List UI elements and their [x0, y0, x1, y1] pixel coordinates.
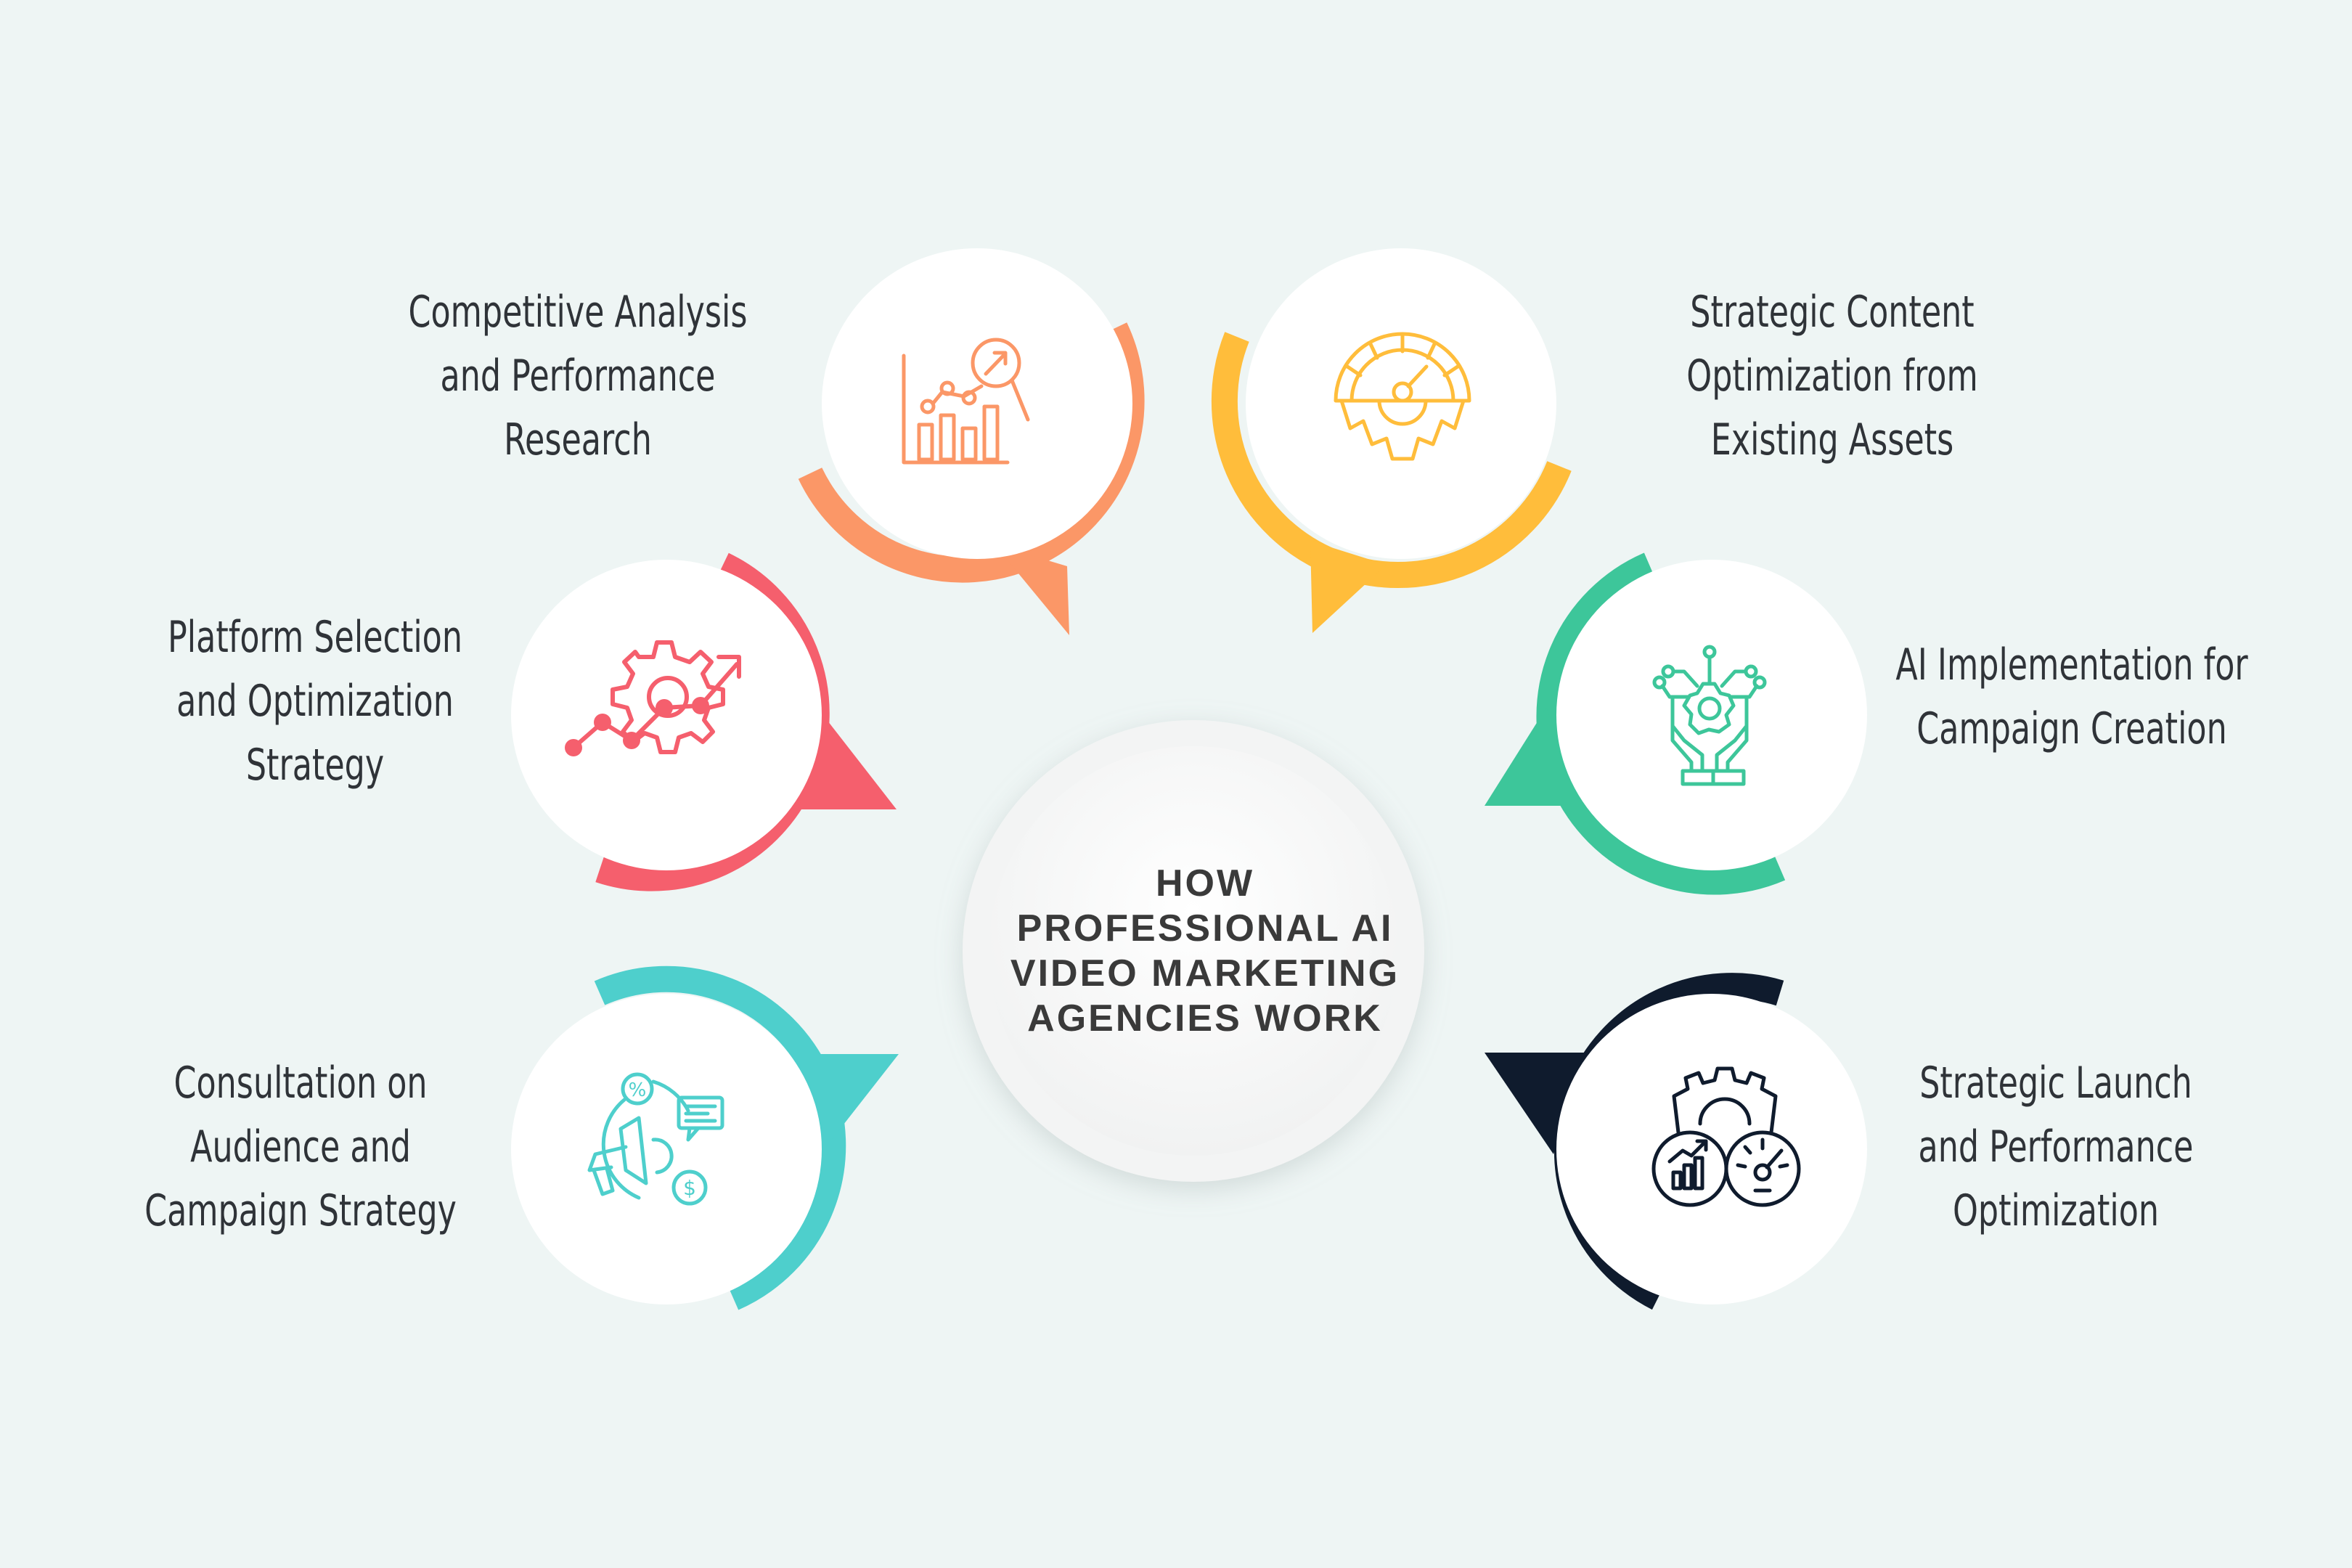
step-label-line: Optimization [1952, 1185, 2160, 1236]
step-label-line: Campaign Strategy [144, 1185, 457, 1236]
node-consultation: % $ [511, 965, 899, 1310]
step-label-line: Platform Selection [168, 612, 462, 663]
node-pointer [995, 544, 1069, 635]
center-inner-circle [989, 746, 1398, 1156]
node-circle [511, 994, 822, 1304]
step-label-line: Research [504, 415, 652, 465]
node-content-optimization [1211, 248, 1572, 633]
step-label-line: Optimization from [1686, 351, 1978, 401]
megaphone-discount-icon: % $ [587, 1072, 724, 1206]
step-label-line: Existing Assets [1710, 415, 1954, 465]
svg-text:$: $ [683, 1176, 696, 1200]
chart-magnifier-icon [902, 338, 1030, 465]
node-circle [1556, 994, 1867, 1304]
step-label-line: Strategy [245, 740, 385, 791]
title-line: VIDEO MARKETING [1010, 952, 1400, 995]
node-competitive-analysis [798, 248, 1145, 635]
step-label-content-optimization: Strategic Content Optimization from Exis… [1617, 280, 2047, 472]
step-label-line: Campaign Creation [1916, 703, 2227, 754]
node-pointer [799, 711, 897, 809]
node-pointer [1310, 541, 1387, 633]
node-pointer [1485, 708, 1586, 806]
step-label-consultation: Consultation on Audience and Campaign St… [86, 1051, 515, 1243]
title-line: PROFESSIONAL AI [1016, 907, 1394, 950]
step-label-competitive-analysis: Competitive Analysis and Performance Res… [363, 280, 793, 472]
diagram-title: HOW PROFESSIONAL AI VIDEO MARKETING AGEN… [1002, 842, 1408, 1060]
step-label-line: Strategic Launch [1919, 1058, 2192, 1108]
node-platform-selection [511, 552, 897, 891]
node-strategic-launch [1485, 973, 1867, 1310]
step-label-line: and Performance [440, 351, 716, 401]
step-label-line: Competitive Analysis [408, 287, 748, 338]
step-label-line: Consultation on [173, 1058, 428, 1108]
node-circle [822, 248, 1132, 559]
hands-circuit-gear-icon [1652, 645, 1767, 786]
step-label-platform-selection: Platform Selection and Optimization Stra… [100, 605, 530, 797]
node-ai-implementation [1485, 552, 1867, 895]
node-circle [1246, 248, 1556, 559]
title-line: AGENCIES WORK [1027, 997, 1383, 1040]
step-label-line: and Performance [1918, 1122, 2194, 1172]
step-label-line: and Optimization [176, 676, 454, 727]
gear-gauge-icon [1334, 332, 1471, 461]
step-label-strategic-launch: Strategic Launch and Performance Optimiz… [1841, 1051, 2271, 1243]
node-pointer [799, 1054, 899, 1154]
step-label-ai-implementation: AI Implementation for Campaign Creation [1857, 633, 2287, 761]
data-point-dots [565, 697, 709, 756]
title-line: HOW [1155, 862, 1255, 905]
gear-dashboard-icon [1651, 1066, 1801, 1207]
gear-growth-arrow-icon [571, 640, 741, 754]
step-label-line: AI Implementation for [1895, 640, 2248, 690]
center-hub [963, 720, 1424, 1182]
node-circle [1556, 560, 1867, 870]
step-label-line: Strategic Content [1690, 287, 1975, 338]
svg-text:%: % [629, 1079, 647, 1101]
step-label-line: Audience and [190, 1122, 411, 1172]
